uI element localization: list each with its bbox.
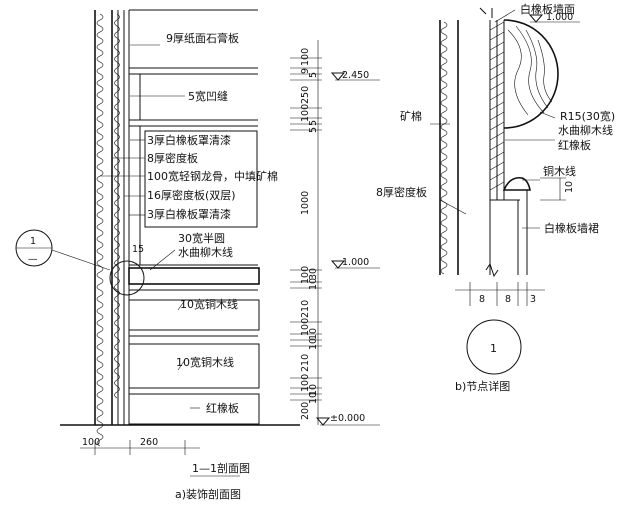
dim-h-260: 260 [140, 437, 158, 448]
dim-10-b: 10 [564, 181, 575, 193]
node-number: 1 [490, 342, 497, 355]
label-white-oak-varnish-1: 3厚白橡板罩清漆 [147, 133, 231, 147]
dim-h-3: 3 [530, 294, 536, 305]
label-mdf-8: 8厚密度板 [147, 151, 198, 165]
label-copper-line-1: 10宽铜木线 [180, 297, 238, 311]
callout-ref: — [28, 254, 38, 265]
section-title: 1—1剖面图 [192, 461, 250, 475]
label-skirting: 白橡板墙裙 [544, 221, 599, 235]
dim-v-1000: 1000 [300, 191, 311, 215]
dim-v-10-e: 10 [308, 392, 319, 404]
caption-a: a)装饰剖面图 [175, 487, 241, 501]
dim-v-5-b: 5 [308, 120, 319, 126]
dim-v-5-c: 5 [308, 127, 319, 133]
elevation-2450: 2.450 [342, 70, 369, 81]
label-half-round: 30宽半圆 [178, 231, 225, 245]
label-copper-b: 铜木线 [543, 164, 576, 178]
dim-v-100-a: 100 [300, 48, 311, 66]
dim-v-100-e: 100 [300, 374, 311, 392]
dim-v-9: 9 [300, 68, 311, 74]
dim-v-10-c: 10 [308, 338, 319, 350]
elevation-b: 1.000 [546, 12, 573, 23]
label-gypsum-board: 9厚纸面石膏板 [166, 31, 239, 45]
dim-h-100: 100 [82, 437, 100, 448]
wall-section-a [15, 9, 380, 477]
dim-v-10-d: 10 [308, 384, 319, 396]
dim-h-8-a: 8 [479, 294, 485, 305]
label-mdf-16: 16厚密度板(双层) [147, 188, 236, 202]
dim-v-100-d: 100 [300, 318, 311, 336]
label-red-oak: 红橡板 [206, 401, 239, 415]
dim-v-5-a: 5 [308, 72, 319, 78]
caption-b: b)节点详图 [455, 379, 510, 393]
callout-number: 1 [30, 236, 36, 247]
dim-v-100-b: 100 [300, 104, 311, 122]
dim-v-100-c: 100 [300, 266, 311, 284]
label-copper-line-2: 10宽铜木线 [176, 355, 234, 369]
label-groove: 5宽凹缝 [188, 89, 228, 103]
dim-v-30: 30 [308, 268, 319, 280]
elevation-1000: 1.000 [342, 257, 369, 268]
label-mineral-wool: 矿棉 [400, 109, 422, 123]
dim-15: 15 [132, 244, 144, 255]
label-r15-sub: 水曲柳木线 [558, 123, 613, 137]
label-mdf-b: 8厚密度板 [376, 185, 427, 199]
label-white-oak-wall: 白橡板墙面 [520, 2, 575, 16]
dim-v-210-a: 210 [300, 300, 311, 318]
dim-v-10-b: 10 [308, 328, 319, 340]
dim-v-210-b: 210 [300, 354, 311, 372]
node-detail-b [430, 7, 580, 375]
dim-v-10-a: 10 [308, 278, 319, 290]
dim-v-250: 250 [300, 86, 311, 104]
label-white-oak-varnish-2: 3厚白橡板罩清漆 [147, 207, 231, 221]
elevation-0: ±0.000 [330, 413, 365, 424]
label-steel-keel: 100宽轻钢龙骨，中填矿棉 [147, 169, 278, 183]
label-r15: R15(30宽) [560, 109, 615, 123]
dim-v-200: 200 [300, 402, 311, 420]
dim-h-8-b: 8 [505, 294, 511, 305]
label-red-oak-b: 红橡板 [558, 138, 591, 152]
label-ash-molding: 水曲柳木线 [178, 245, 233, 259]
